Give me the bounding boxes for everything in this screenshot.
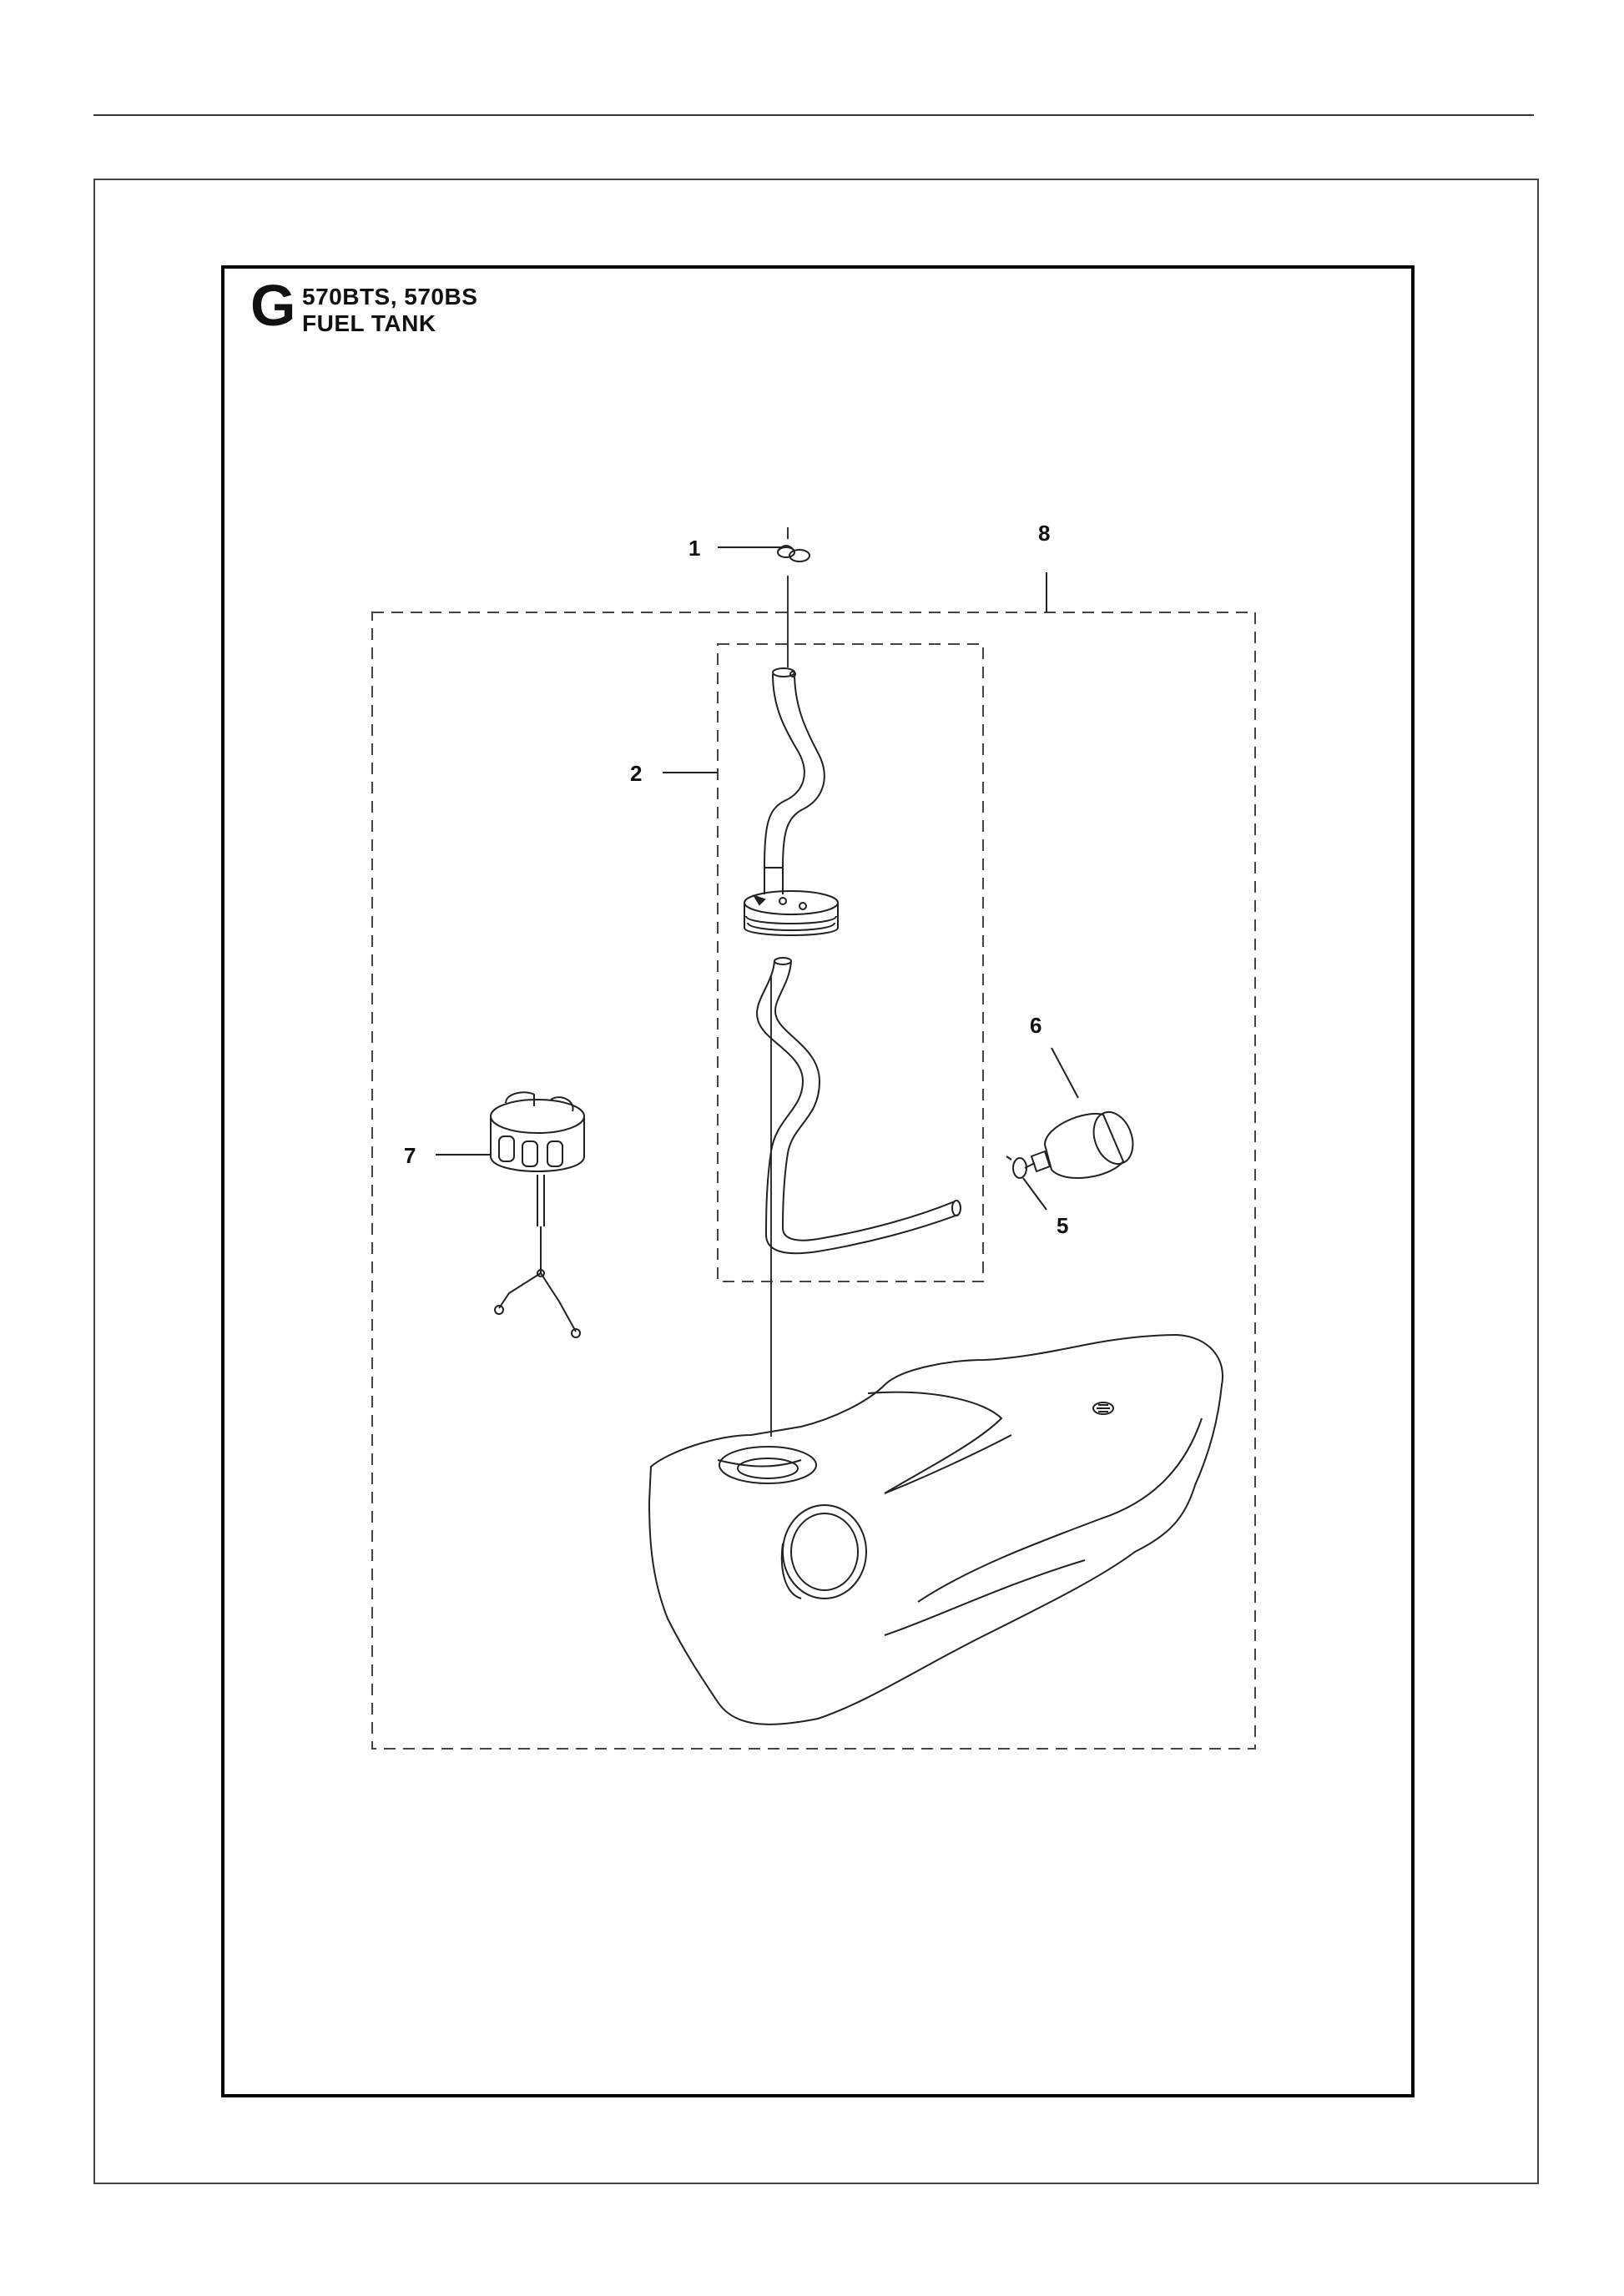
callout-1: 1 xyxy=(688,536,700,561)
part-2-upper-hose xyxy=(764,667,825,894)
part-5-hose-clamp xyxy=(1006,1156,1027,1179)
diagram-frame xyxy=(221,265,1415,2097)
callout-6: 6 xyxy=(1030,1013,1041,1038)
top-rule xyxy=(93,114,1534,116)
part-6-fuel-filter xyxy=(1024,1111,1134,1179)
part-1-clip xyxy=(777,545,810,562)
callout-7: 7 xyxy=(404,1143,416,1168)
callout-6-leader xyxy=(1051,1047,1079,1099)
kit-2-boundary xyxy=(717,643,984,1282)
section-letter: G xyxy=(250,273,296,338)
part-2-lower-hose xyxy=(756,957,961,1255)
callout-2: 2 xyxy=(630,761,642,786)
fuel-line-grommet xyxy=(744,890,839,936)
callout-5: 5 xyxy=(1057,1213,1068,1238)
callout-8: 8 xyxy=(1038,521,1050,546)
model-numbers: 570BTS, 570BS xyxy=(302,284,478,310)
fuel-tank-body xyxy=(648,1333,1223,1725)
part-7-fuel-cap xyxy=(490,1091,585,1338)
kit-8-boundary xyxy=(371,612,1256,1750)
outer-page-frame xyxy=(93,179,1539,2184)
callout-5-leader xyxy=(1022,1177,1047,1211)
diagram-title: FUEL TANK xyxy=(302,310,436,336)
